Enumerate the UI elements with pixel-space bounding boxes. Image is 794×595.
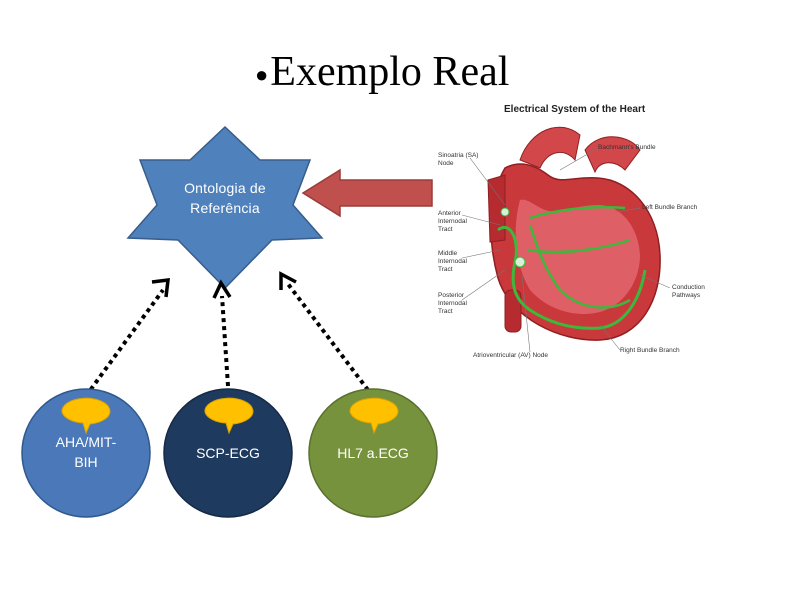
source-circle-aha [21,388,151,518]
label-sa-node-1: Sinoatria (SA) [438,152,479,159]
reference-ontology-line1: Ontologia de [184,180,266,196]
label-right-bundle: Right Bundle Branch [620,347,680,354]
label-sa-node: Sinoatria (SA) Node [438,152,478,168]
label-middle-1: Middle [438,250,458,257]
source-circle-scp [163,388,293,518]
title-bullet: ● [255,62,269,88]
label-conduction: Conduction Pathways [672,284,705,300]
connector-hl7 [286,282,370,392]
label-av-node: Atrioventricular (AV) Node [473,352,549,359]
source-label-hl7-line1: HL7 a.ECG [337,445,409,461]
label-middle-tract: Middle Internodal Tract [438,250,467,274]
source-label-aha-line1: AHA/MIT- [55,434,117,450]
source-label-aha: AHA/MIT- BIH [38,432,134,472]
source-label-scp: SCP-ECG [180,443,276,463]
arrowhead-hl7 [279,271,297,290]
source-label-scp-line1: SCP-ECG [196,445,260,461]
callout-aha [61,397,111,435]
callout-hl7 [349,397,399,435]
heart-figure-title: Electrical System of the Heart [504,104,646,115]
label-conduction-2: Pathways [672,292,701,299]
reference-ontology-label: Ontologia de Referência [155,178,295,218]
label-posterior-tract: Posterior Internodal Tract [438,292,467,316]
mapping-arrow [301,168,433,218]
connector-scp [220,295,230,387]
callout-scp [204,397,254,435]
reference-ontology-line2: Referência [190,200,260,216]
label-bachmann: Bachmann's Bundle [598,144,656,151]
source-label-hl7: HL7 a.ECG [323,443,423,463]
label-anterior-2: Internodal [438,218,467,225]
label-middle-2: Internodal [438,258,467,265]
title-text: Exemplo Real [270,49,510,95]
label-posterior-2: Internodal [438,300,467,307]
label-anterior-1: Anterior [438,210,461,217]
label-conduction-1: Conduction [672,284,705,291]
source-label-aha-line2: BIH [74,454,98,470]
arrowhead-aha [151,277,170,298]
arrowhead-scp [212,279,232,299]
label-sa-node-2: Node [438,160,454,167]
label-posterior-1: Posterior [438,292,465,299]
label-posterior-3: Tract [438,308,453,315]
connector-aha [84,288,165,398]
slide-title: ●Exemplo Real [255,48,509,96]
heart-illustration [461,118,682,364]
label-anterior-tract: Anterior Internodal Tract [438,210,467,234]
label-anterior-3: Tract [438,226,453,233]
label-left-bundle: Left Bundle Branch [642,204,698,211]
label-middle-3: Tract [438,266,453,273]
source-circle-hl7 [308,388,438,518]
